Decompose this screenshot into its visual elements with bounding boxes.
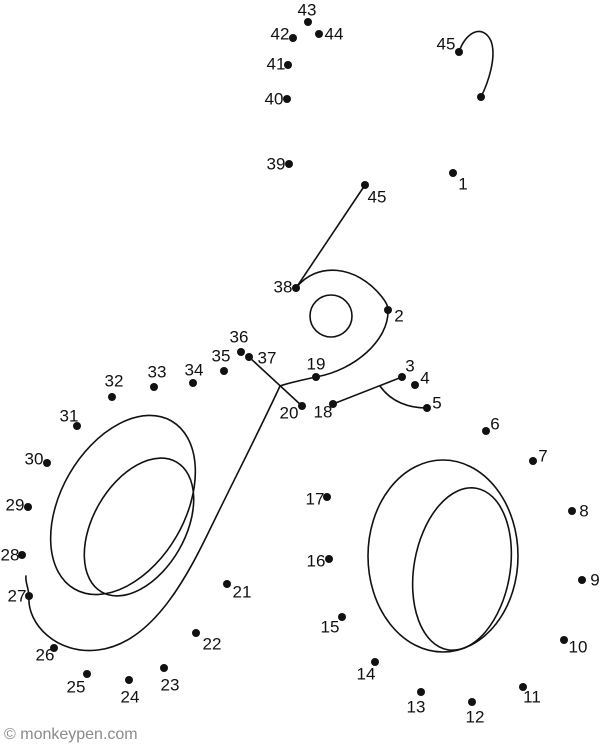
dot-43[interactable]	[304, 18, 312, 26]
dot-2[interactable]	[384, 306, 392, 314]
dot-30[interactable]	[43, 459, 51, 467]
dot-5[interactable]	[423, 404, 431, 412]
footer-credit: © monkeypen.com	[4, 726, 138, 743]
dot-end-0[interactable]	[477, 93, 485, 101]
dot-34[interactable]	[189, 379, 197, 387]
dot-28[interactable]	[18, 551, 26, 559]
dot-19[interactable]	[312, 373, 320, 381]
dot-3[interactable]	[398, 373, 406, 381]
dot-11[interactable]	[519, 683, 527, 691]
dot-40[interactable]	[283, 95, 291, 103]
rear-wheel-inner	[411, 487, 513, 651]
front-wheel-inner	[83, 457, 195, 597]
dot-9[interactable]	[578, 576, 586, 584]
dot-45[interactable]	[455, 48, 463, 56]
dot-24[interactable]	[125, 676, 133, 684]
dot-16[interactable]	[325, 555, 333, 563]
dot-25[interactable]	[83, 670, 91, 678]
dot-15[interactable]	[338, 613, 346, 621]
dot-38[interactable]	[292, 284, 300, 292]
dot-37[interactable]	[245, 353, 253, 361]
dot-42[interactable]	[289, 34, 297, 42]
dot-35[interactable]	[220, 367, 228, 375]
engine-circle	[309, 294, 353, 338]
front-wheel-outer	[49, 414, 197, 596]
dot-8[interactable]	[568, 507, 576, 515]
dot-39[interactable]	[285, 160, 293, 168]
dot-22[interactable]	[192, 629, 200, 637]
dot-23[interactable]	[160, 664, 168, 672]
dot-29[interactable]	[24, 503, 32, 511]
drawn-stroke-seat-line	[295, 184, 366, 289]
dot-41[interactable]	[284, 61, 292, 69]
drawn-stroke-exhaust-curve	[379, 385, 428, 409]
dot-20[interactable]	[298, 402, 306, 410]
dot-6[interactable]	[482, 427, 490, 435]
dot-26[interactable]	[50, 644, 58, 652]
dot-17[interactable]	[323, 493, 331, 501]
dot-33[interactable]	[150, 383, 158, 391]
dot-36[interactable]	[237, 348, 245, 356]
dot-14[interactable]	[371, 658, 379, 666]
dot-21[interactable]	[223, 580, 231, 588]
dot-44[interactable]	[315, 30, 323, 38]
dot-10[interactable]	[560, 636, 568, 644]
dot-32[interactable]	[108, 393, 116, 401]
rear-wheel-outer	[367, 459, 519, 653]
drawn-stroke-kickstand-line	[332, 376, 403, 405]
drawn-stroke-handlebar-curl	[458, 30, 494, 98]
dot-1[interactable]	[449, 169, 457, 177]
drawn-stroke-fork-line	[248, 356, 303, 407]
dot-18[interactable]	[329, 400, 337, 408]
drawn-stroke-body-and-fender-sweep	[25, 269, 389, 652]
dot-13[interactable]	[417, 688, 425, 696]
dot-31[interactable]	[73, 422, 81, 430]
dot-45[interactable]	[361, 181, 369, 189]
dot-27[interactable]	[25, 592, 33, 600]
dot-12[interactable]	[468, 698, 476, 706]
dot-7[interactable]	[529, 457, 537, 465]
dot-4[interactable]	[411, 381, 419, 389]
